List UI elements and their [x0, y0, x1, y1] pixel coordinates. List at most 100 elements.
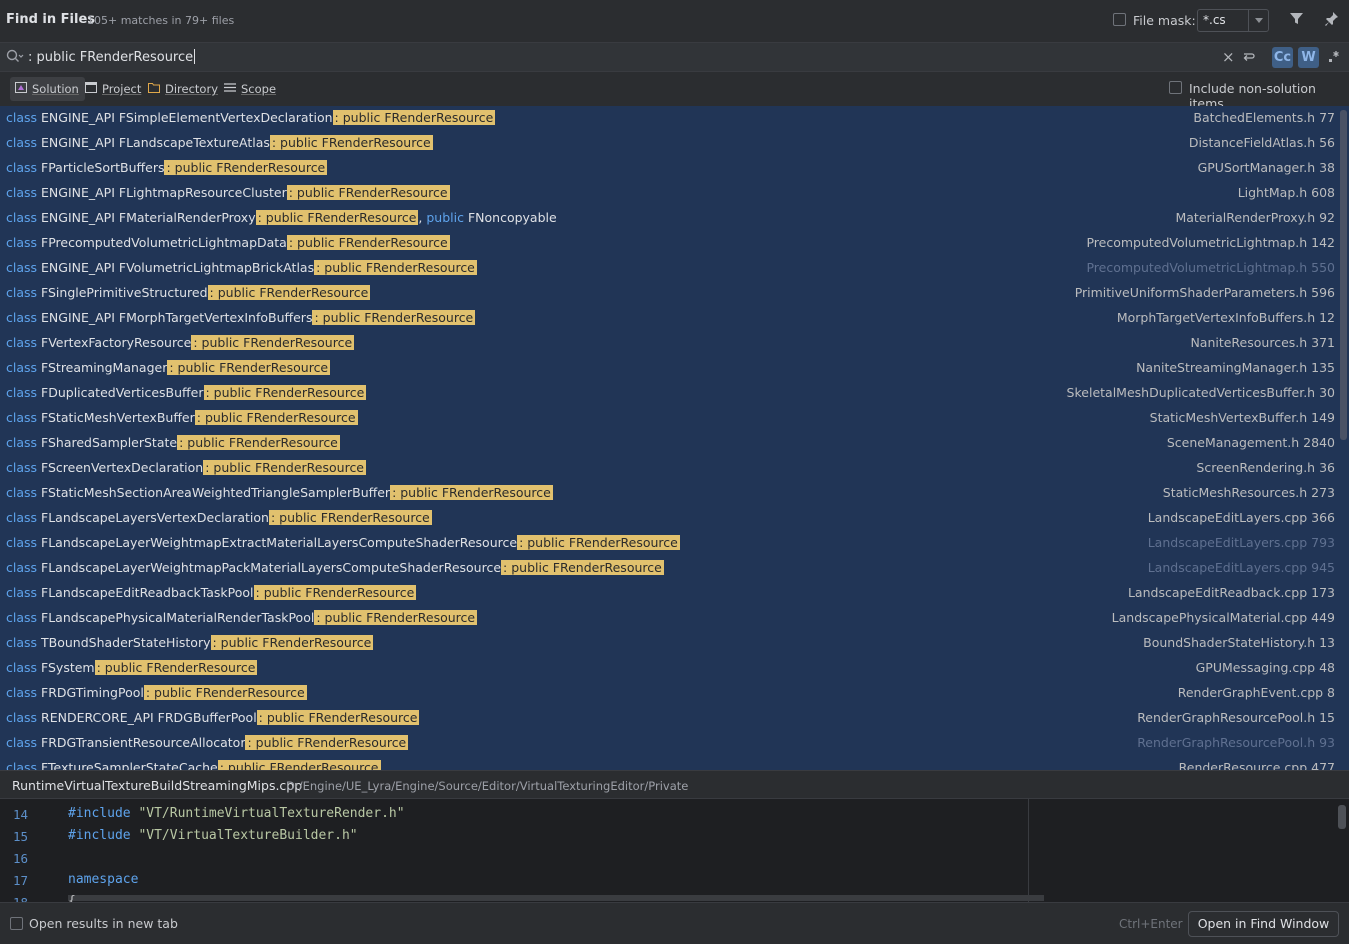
directive: #include: [68, 828, 131, 843]
keyword: class: [6, 610, 38, 625]
keyword: class: [6, 210, 38, 225]
result-row[interactable]: class RENDERCORE_API FRDGBufferPool: pub…: [0, 706, 1340, 731]
result-row[interactable]: class FRDGTransientResourceAllocator: pu…: [0, 731, 1340, 756]
result-row[interactable]: class FSharedSamplerState: public FRende…: [0, 431, 1340, 456]
result-row[interactable]: class FTextureSamplerStateCache: public …: [0, 756, 1340, 770]
new-line-icon[interactable]: [1241, 49, 1256, 68]
class-name: ENGINE_API FSimpleElementVertexDeclarati…: [41, 110, 333, 125]
keyword: class: [6, 760, 38, 770]
result-row[interactable]: class FLandscapeEditReadbackTaskPool: pu…: [0, 581, 1340, 606]
class-name: ENGINE_API FMaterialRenderProxy: [41, 210, 256, 225]
scope-directory-tab[interactable]: Directory: [143, 77, 224, 101]
keyword: class: [6, 385, 38, 400]
scope-label: Scope: [241, 82, 277, 96]
match-highlight: : public FRenderResource: [194, 410, 358, 425]
keyword: public: [426, 210, 464, 225]
code-line: #include "VT/VirtualTextureBuilder.h": [68, 828, 358, 843]
keyword: class: [6, 285, 38, 300]
result-row[interactable]: class FSinglePrimitiveStructured: public…: [0, 281, 1340, 306]
keyword: class: [6, 310, 38, 325]
result-code: class ENGINE_API FLightmapResourceCluste…: [6, 185, 450, 200]
match-case-button[interactable]: Cc: [1272, 47, 1293, 68]
result-row[interactable]: class FDuplicatedVerticesBuffer: public …: [0, 381, 1340, 406]
result-row[interactable]: class FPrecomputedVolumetricLightmapData…: [0, 231, 1340, 256]
class-name: TBoundShaderStateHistory: [41, 635, 211, 650]
editor-scrollbar[interactable]: [1338, 805, 1346, 829]
search-input[interactable]: : public FRenderResource: [28, 49, 196, 65]
code-text: "VT/RuntimeVirtualTextureRender.h": [138, 806, 405, 821]
result-row[interactable]: class FLandscapePhysicalMaterialRenderTa…: [0, 606, 1340, 631]
class-name: ENGINE_API FLightmapResourceCluster: [41, 185, 287, 200]
result-location: LightMap.h 608: [1237, 185, 1335, 200]
file-mask-combo[interactable]: *.cs: [1197, 9, 1269, 32]
match-highlight: : public FRenderResource: [217, 760, 381, 770]
line-number: 18: [13, 895, 28, 902]
result-row[interactable]: class ENGINE_API FVolumetricLightmapBric…: [0, 256, 1340, 281]
result-code: class ENGINE_API FMorphTargetVertexInfoB…: [6, 310, 476, 325]
clear-icon[interactable]: ×: [1222, 48, 1235, 66]
code-text: {: [68, 894, 76, 902]
result-location: DistanceFieldAtlas.h 56: [1188, 135, 1335, 150]
result-row[interactable]: class FLandscapeLayerWeightmapExtractMat…: [0, 531, 1340, 556]
result-row[interactable]: class ENGINE_API FLightmapResourceCluste…: [0, 181, 1340, 206]
keyword: class: [6, 485, 38, 500]
match-highlight: : public FRenderResource: [286, 185, 450, 200]
result-row[interactable]: class ENGINE_API FLandscapeTextureAtlas:…: [0, 131, 1340, 156]
keyword: class: [6, 510, 38, 525]
search-icon[interactable]: [6, 49, 24, 68]
class-name: FVertexFactoryResource: [41, 335, 192, 350]
result-row[interactable]: class ENGINE_API FMaterialRenderProxy: p…: [0, 206, 1340, 231]
result-row[interactable]: class FLandscapeLayerWeightmapPackMateri…: [0, 556, 1340, 581]
chevron-down-icon[interactable]: [1248, 10, 1269, 31]
result-row[interactable]: class FStaticMeshSectionAreaWeightedTria…: [0, 481, 1340, 506]
result-location: PrecomputedVolumetricLightmap.h 550: [1086, 260, 1335, 275]
match-highlight: : public FRenderResource: [191, 335, 355, 350]
result-location: MorphTargetVertexInfoBuffers.h 12: [1116, 310, 1335, 325]
keyword: class: [6, 685, 38, 700]
result-row[interactable]: class FLandscapeLayersVertexDeclaration:…: [0, 506, 1340, 531]
line-number: 16: [13, 851, 29, 866]
scope-scope-tab[interactable]: Scope: [219, 77, 282, 101]
result-row[interactable]: class FParticleSortBuffers: public FRend…: [0, 156, 1340, 181]
editor-horizontal-scrollbar[interactable]: [68, 895, 1044, 901]
solution-icon: [15, 82, 27, 93]
result-row[interactable]: class FRDGTimingPool: public FRenderReso…: [0, 681, 1340, 706]
result-row[interactable]: class ENGINE_API FSimpleElementVertexDec…: [0, 106, 1340, 131]
result-code: class FSharedSamplerState: public FRende…: [6, 435, 340, 450]
result-code: class FScreenVertexDeclaration: public F…: [6, 460, 367, 475]
open-in-find-window-button[interactable]: Open in Find Window: [1188, 911, 1339, 937]
result-row[interactable]: class TBoundShaderStateHistory: public F…: [0, 631, 1340, 656]
keyword: class: [6, 585, 38, 600]
preview-path-bar: RuntimeVirtualTextureBuildStreamingMips.…: [0, 770, 1349, 798]
result-location: RenderResource.cpp 477: [1178, 760, 1335, 770]
result-row[interactable]: class ENGINE_API FMorphTargetVertexInfoB…: [0, 306, 1340, 331]
words-button[interactable]: W: [1298, 47, 1319, 68]
result-row[interactable]: class FStreamingManager: public FRenderR…: [0, 356, 1340, 381]
scope-solution-tab[interactable]: Solution: [10, 77, 85, 101]
pin-icon[interactable]: [1324, 11, 1339, 30]
result-location: LandscapePhysicalMaterial.cpp 449: [1111, 610, 1335, 625]
result-location: StaticMeshResources.h 273: [1162, 485, 1335, 500]
code-preview[interactable]: 14#include "VT/RuntimeVirtualTextureRend…: [0, 798, 1349, 902]
result-row[interactable]: class FScreenVertexDeclaration: public F…: [0, 456, 1340, 481]
regex-icon[interactable]: [1327, 49, 1341, 68]
scope-project-tab[interactable]: Project: [80, 77, 147, 101]
result-location: BatchedElements.h 77: [1193, 110, 1335, 125]
filter-icon[interactable]: [1289, 11, 1304, 30]
keyword: class: [6, 660, 38, 675]
results-scrollbar[interactable]: [1340, 110, 1347, 440]
result-location: RenderGraphResourcePool.h 15: [1137, 710, 1335, 725]
match-highlight: : public FRenderResource: [286, 235, 450, 250]
file-mask-checkbox[interactable]: [1113, 13, 1126, 26]
result-row[interactable]: class FVertexFactoryResource: public FRe…: [0, 331, 1340, 356]
match-highlight: : public FRenderResource: [167, 360, 331, 375]
result-code: class FRDGTransientResourceAllocator: pu…: [6, 735, 409, 750]
result-row[interactable]: class FStaticMeshVertexBuffer: public FR…: [0, 406, 1340, 431]
include-non-solution-checkbox[interactable]: [1169, 81, 1182, 94]
open-new-tab-checkbox[interactable]: [10, 917, 23, 930]
class-name: ENGINE_API FLandscapeTextureAtlas: [41, 135, 270, 150]
result-code: class FSystem: public FRenderResource: [6, 660, 258, 675]
match-highlight: : public FRenderResource: [255, 210, 419, 225]
result-code: class FParticleSortBuffers: public FRend…: [6, 160, 328, 175]
